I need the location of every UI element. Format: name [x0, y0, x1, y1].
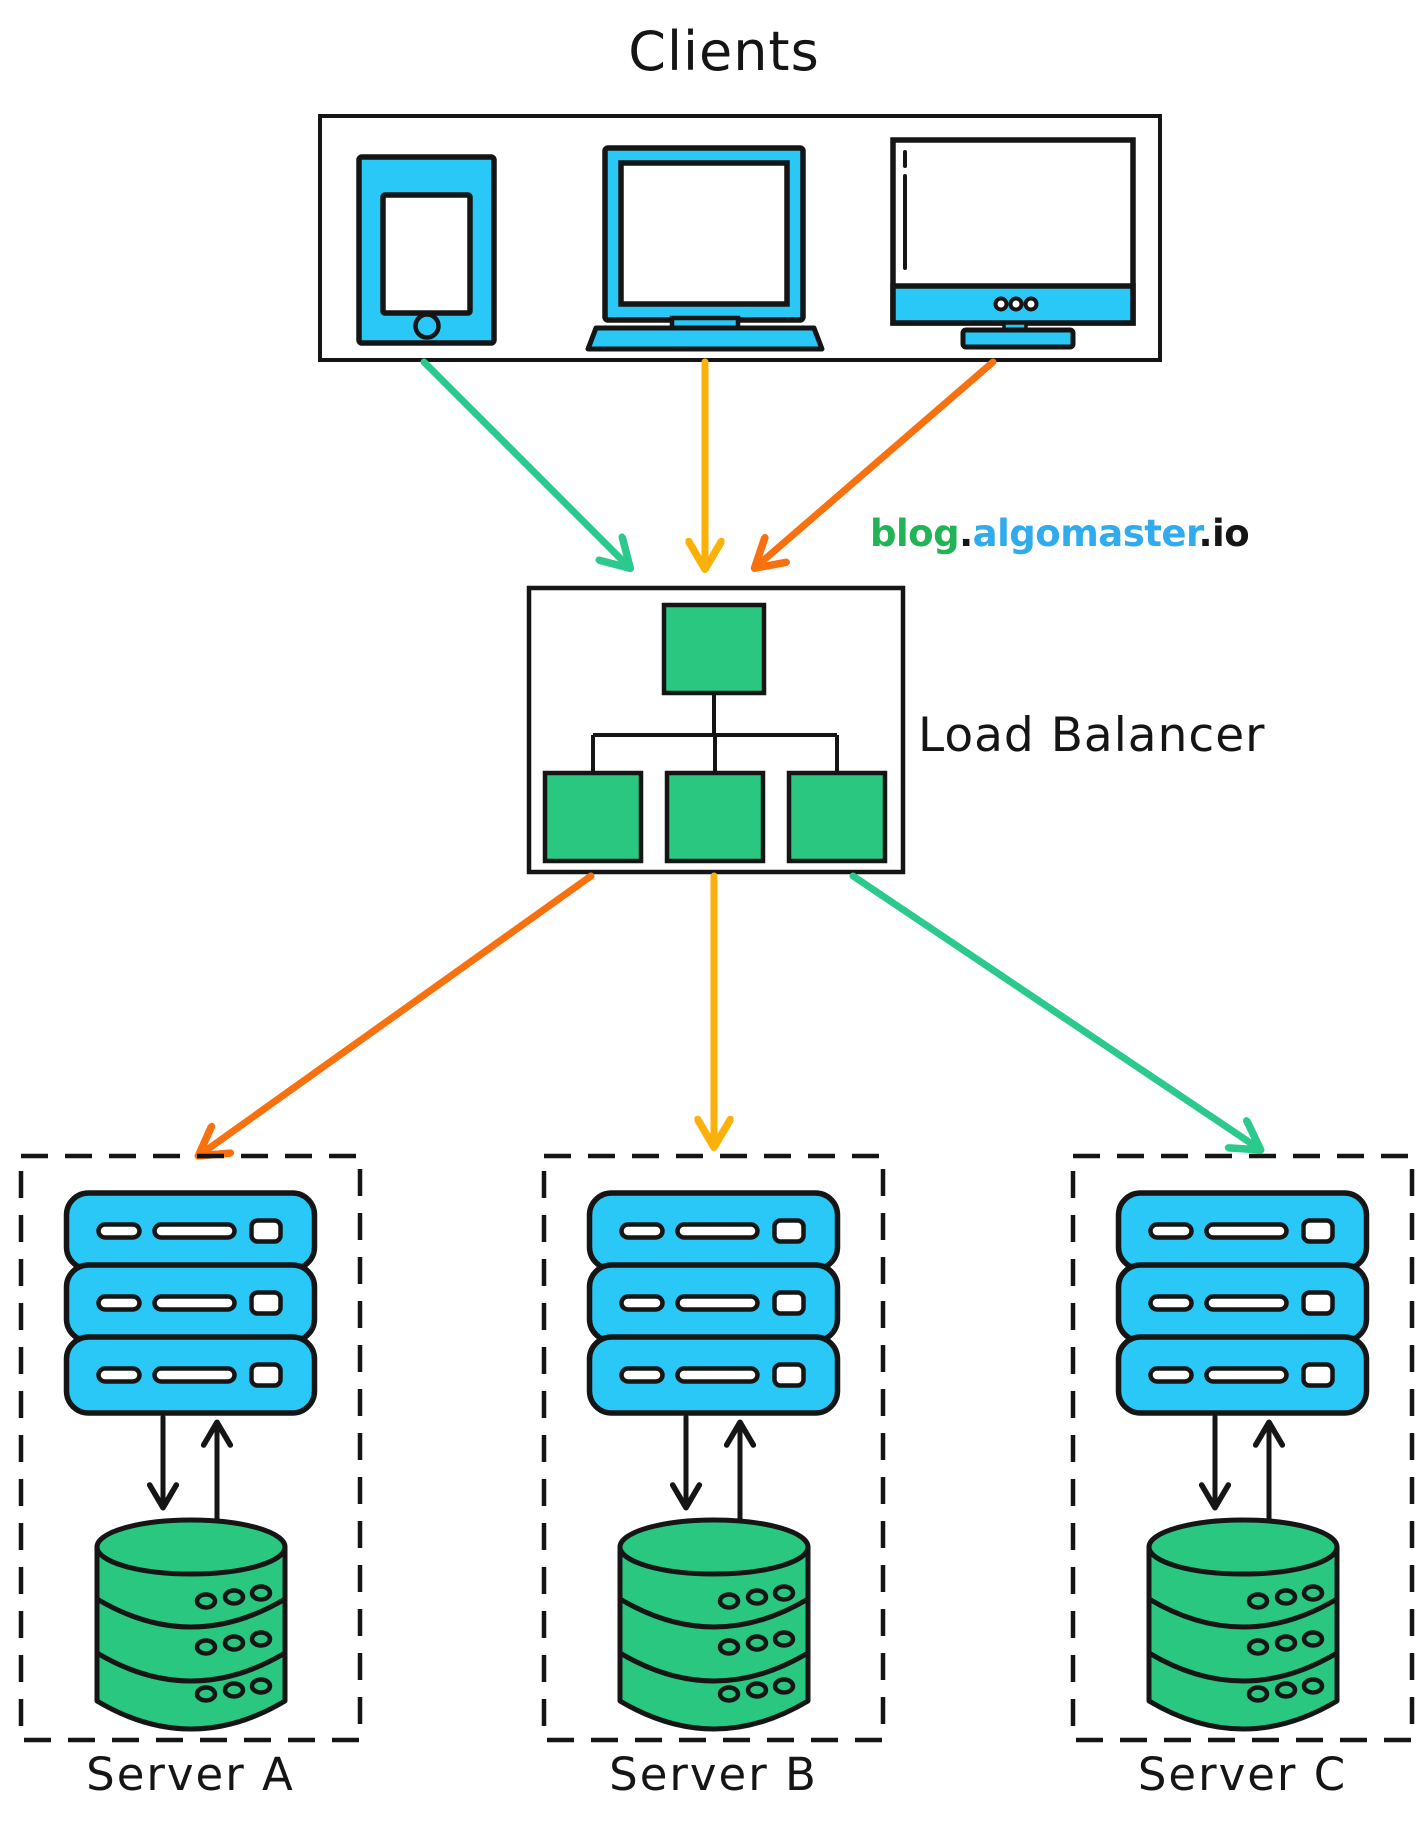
arrow-phone-to-lb [420, 358, 628, 566]
lb-child-node [664, 770, 766, 864]
server-cluster-c [1073, 1156, 1412, 1740]
server-c-label: Server C [1137, 1748, 1348, 1801]
arrow-desktop-to-lb [757, 358, 997, 566]
load-balancer-node [526, 585, 906, 875]
server-b-label: Server B [609, 1748, 818, 1801]
lb-child-node [542, 770, 644, 864]
arrow-lb-to-server-c [849, 872, 1258, 1148]
laptop-icon [585, 145, 825, 352]
lb-connector-lines [591, 693, 839, 773]
lb-child-node [786, 770, 888, 864]
load-balancer-label: Load Balancer [918, 708, 1266, 763]
watermark-algomaster: algomaster [972, 512, 1199, 555]
lb-root-node [661, 602, 767, 696]
arrow-lb-to-server-a [201, 872, 595, 1154]
watermark-io: .io [1198, 512, 1250, 555]
server-a-label: Server A [86, 1748, 295, 1801]
watermark-blog: blog [870, 512, 960, 555]
smartphone-icon [356, 154, 497, 346]
desktop-monitor-icon [890, 137, 1136, 350]
server-cluster-b [544, 1156, 883, 1740]
server-cluster-a [21, 1156, 360, 1740]
watermark: blog.algomaster.io [870, 512, 1250, 555]
watermark-dot: . [959, 512, 973, 555]
clients-title: Clients [628, 20, 820, 83]
